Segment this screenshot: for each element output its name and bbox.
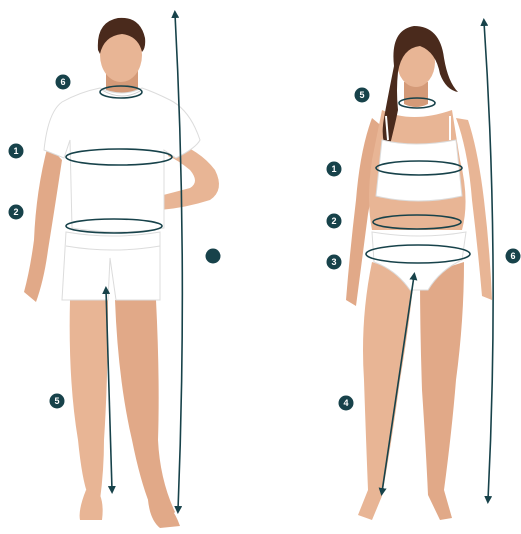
male-inseam-arrow [106, 290, 112, 490]
female-marker-1: 1 [327, 162, 342, 177]
male-marker-5: 6 [56, 75, 71, 90]
svg-text:6: 6 [60, 77, 65, 87]
svg-text:2: 2 [331, 216, 336, 226]
male-height-arrow [175, 14, 182, 510]
male-right-foot [148, 500, 180, 528]
female-right-leg [420, 262, 464, 520]
male-marker-1: 1 [9, 144, 24, 159]
male-marker-2: 2 [9, 205, 24, 220]
svg-text:2: 2 [13, 207, 18, 217]
female-marker-2: 2 [327, 214, 342, 229]
female-marker-3: 3 [327, 255, 342, 270]
svg-text:3: 3 [331, 257, 336, 267]
svg-text:5: 5 [359, 90, 364, 100]
male-marker-6 [206, 249, 221, 264]
female-left-leg [358, 262, 414, 520]
male-marker-4: 5 [50, 394, 65, 409]
svg-text:1: 1 [13, 146, 18, 156]
svg-text:4: 4 [343, 398, 348, 408]
female-camisole [376, 140, 462, 201]
male-left-leg [70, 300, 108, 500]
male-shorts [62, 232, 160, 300]
female-marker-6: 6 [506, 249, 521, 264]
male-left-arm [24, 145, 62, 302]
svg-text:6: 6 [510, 251, 515, 261]
female-marker-4: 4 [339, 396, 354, 411]
female-marker-5: 5 [355, 88, 370, 103]
male-figure: 6 1 2 5 [9, 14, 221, 528]
male-right-leg [115, 300, 175, 520]
svg-text:1: 1 [331, 164, 336, 174]
svg-text:5: 5 [54, 396, 59, 406]
female-figure: 5 1 2 3 6 4 [327, 22, 521, 520]
